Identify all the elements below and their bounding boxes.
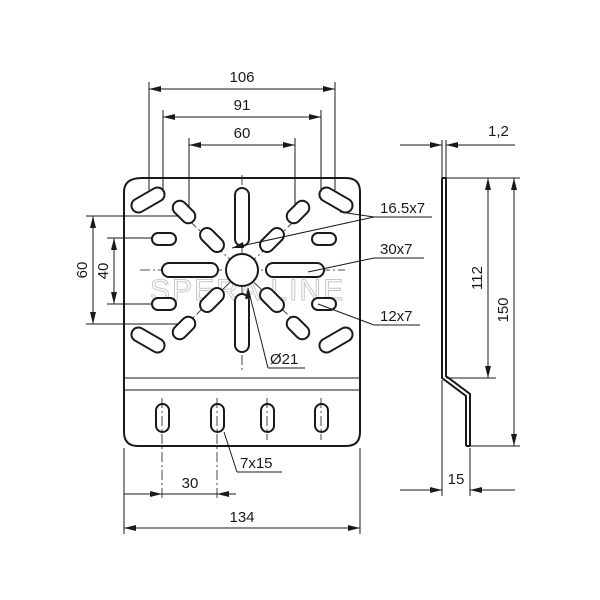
svg-text:Ø21: Ø21 (270, 351, 298, 368)
dimension-112: 112 (446, 177, 496, 379)
plate-front-view (123, 177, 361, 447)
corner-slots-16-5x7 (130, 186, 354, 354)
slot-bottom (234, 293, 250, 353)
radial-slots-30x7 (161, 187, 325, 353)
svg-text:134: 134 (229, 509, 254, 526)
svg-text:15: 15 (448, 471, 465, 488)
dimension-15: 15 (400, 380, 515, 496)
svg-text:91: 91 (234, 97, 251, 114)
plate-outline (123, 177, 361, 447)
leader-d21: Ø21 (245, 287, 305, 369)
svg-text:12x7: 12x7 (380, 308, 413, 325)
leader-7x15: 7x15 (223, 431, 282, 473)
dimension-40-vertical: 40 (95, 237, 152, 305)
svg-text:150: 150 (495, 297, 512, 322)
svg-text:30: 30 (182, 475, 199, 492)
diagonal-slots-inner (199, 227, 285, 313)
svg-text:60: 60 (74, 262, 91, 279)
svg-text:7x15: 7x15 (240, 455, 273, 472)
dimension-134: 134 (123, 448, 361, 534)
slot-top (234, 187, 250, 247)
center-hole (225, 253, 259, 287)
svg-text:112: 112 (469, 266, 486, 290)
plate-side-view (441, 177, 471, 447)
dimension-91: 91 (162, 97, 322, 192)
svg-text:30x7: 30x7 (380, 241, 413, 258)
dimension-60-vertical: 60 (74, 215, 178, 325)
dimension-60-horizontal: 60 (188, 125, 296, 206)
dimension-150: 150 (446, 177, 520, 447)
dimension-30: 30 (124, 475, 236, 497)
slot-right (265, 262, 325, 278)
svg-text:40: 40 (95, 263, 112, 280)
slot-left (161, 262, 219, 278)
svg-text:16.5x7: 16.5x7 (380, 200, 425, 217)
dimension-106: 106 (148, 69, 336, 190)
svg-text:60: 60 (234, 125, 251, 142)
leader-16-5x7: 16.5x7 (231, 200, 432, 249)
dimension-thickness: 1,2 (400, 123, 515, 180)
svg-text:1,2: 1,2 (488, 123, 509, 140)
leader-30x7: 30x7 (307, 241, 424, 273)
bottom-slots-7x15 (155, 398, 329, 500)
leader-12x7: 12x7 (317, 303, 420, 326)
small-horizontal-slots (151, 232, 337, 311)
svg-text:106: 106 (229, 69, 254, 86)
